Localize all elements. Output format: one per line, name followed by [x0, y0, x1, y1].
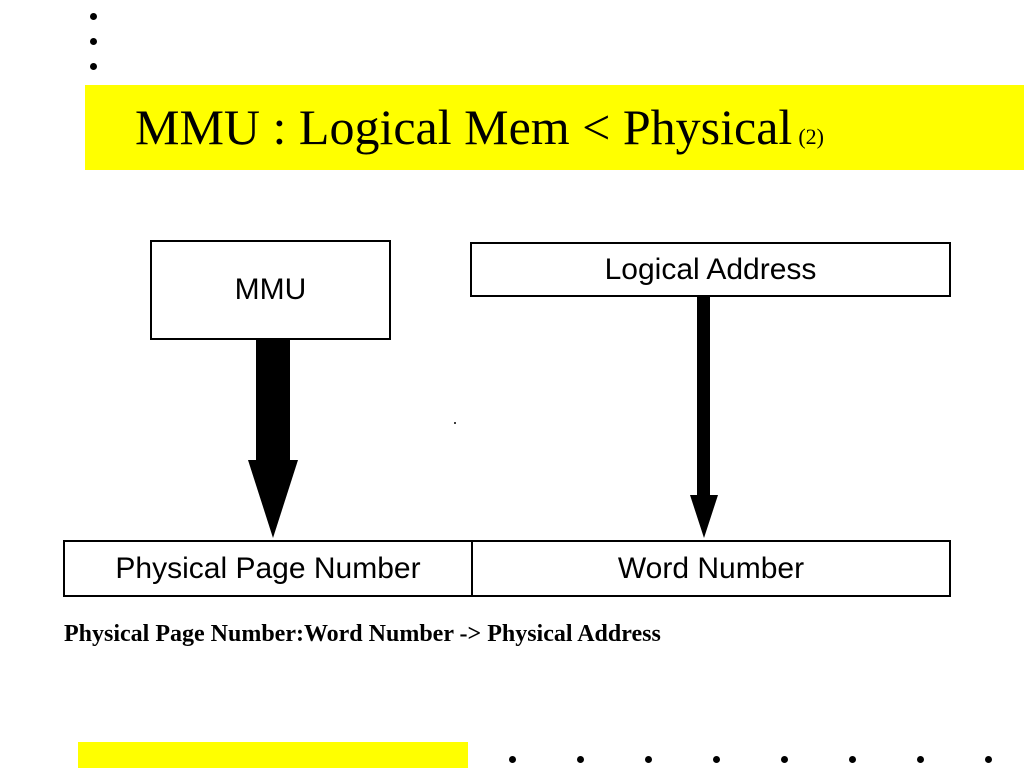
footer-dot	[849, 756, 856, 763]
physical-page-number-box: Physical Page Number	[63, 540, 473, 597]
slide-title-text: MMU : Logical Mem < Physical	[135, 99, 793, 155]
footer-dot	[713, 756, 720, 763]
title-highlight-bar	[85, 85, 1024, 170]
mmu-to-physical-page-arrow	[248, 340, 298, 538]
footer-dot	[985, 756, 992, 763]
slide-title: MMU : Logical Mem < Physical(2)	[135, 97, 824, 167]
footer-dot	[917, 756, 924, 763]
slide-title-suffix: (2)	[798, 124, 824, 149]
footer-highlight-bar	[78, 742, 468, 768]
bullet-dot	[90, 38, 97, 45]
word-number-box-label: Word Number	[617, 551, 805, 585]
footer-dot	[645, 756, 652, 763]
caption: Physical Page Number:Word Number -> Phys…	[64, 621, 661, 647]
mmu-box-label: MMU	[234, 273, 307, 306]
bullet-dot	[90, 13, 97, 20]
bullet-dot	[90, 63, 97, 70]
footer-dot	[577, 756, 584, 763]
mmu-box: MMU	[150, 240, 391, 340]
logical-address-box: Logical Address	[470, 242, 951, 297]
logical-address-box-label: Logical Address	[604, 252, 817, 286]
word-number-box: Word Number	[471, 540, 951, 597]
logical-to-word-number-arrow	[690, 297, 718, 538]
footer-dot	[781, 756, 788, 763]
speck-dot	[454, 422, 456, 424]
footer-dot	[509, 756, 516, 763]
physical-page-number-box-label: Physical Page Number	[115, 551, 421, 585]
